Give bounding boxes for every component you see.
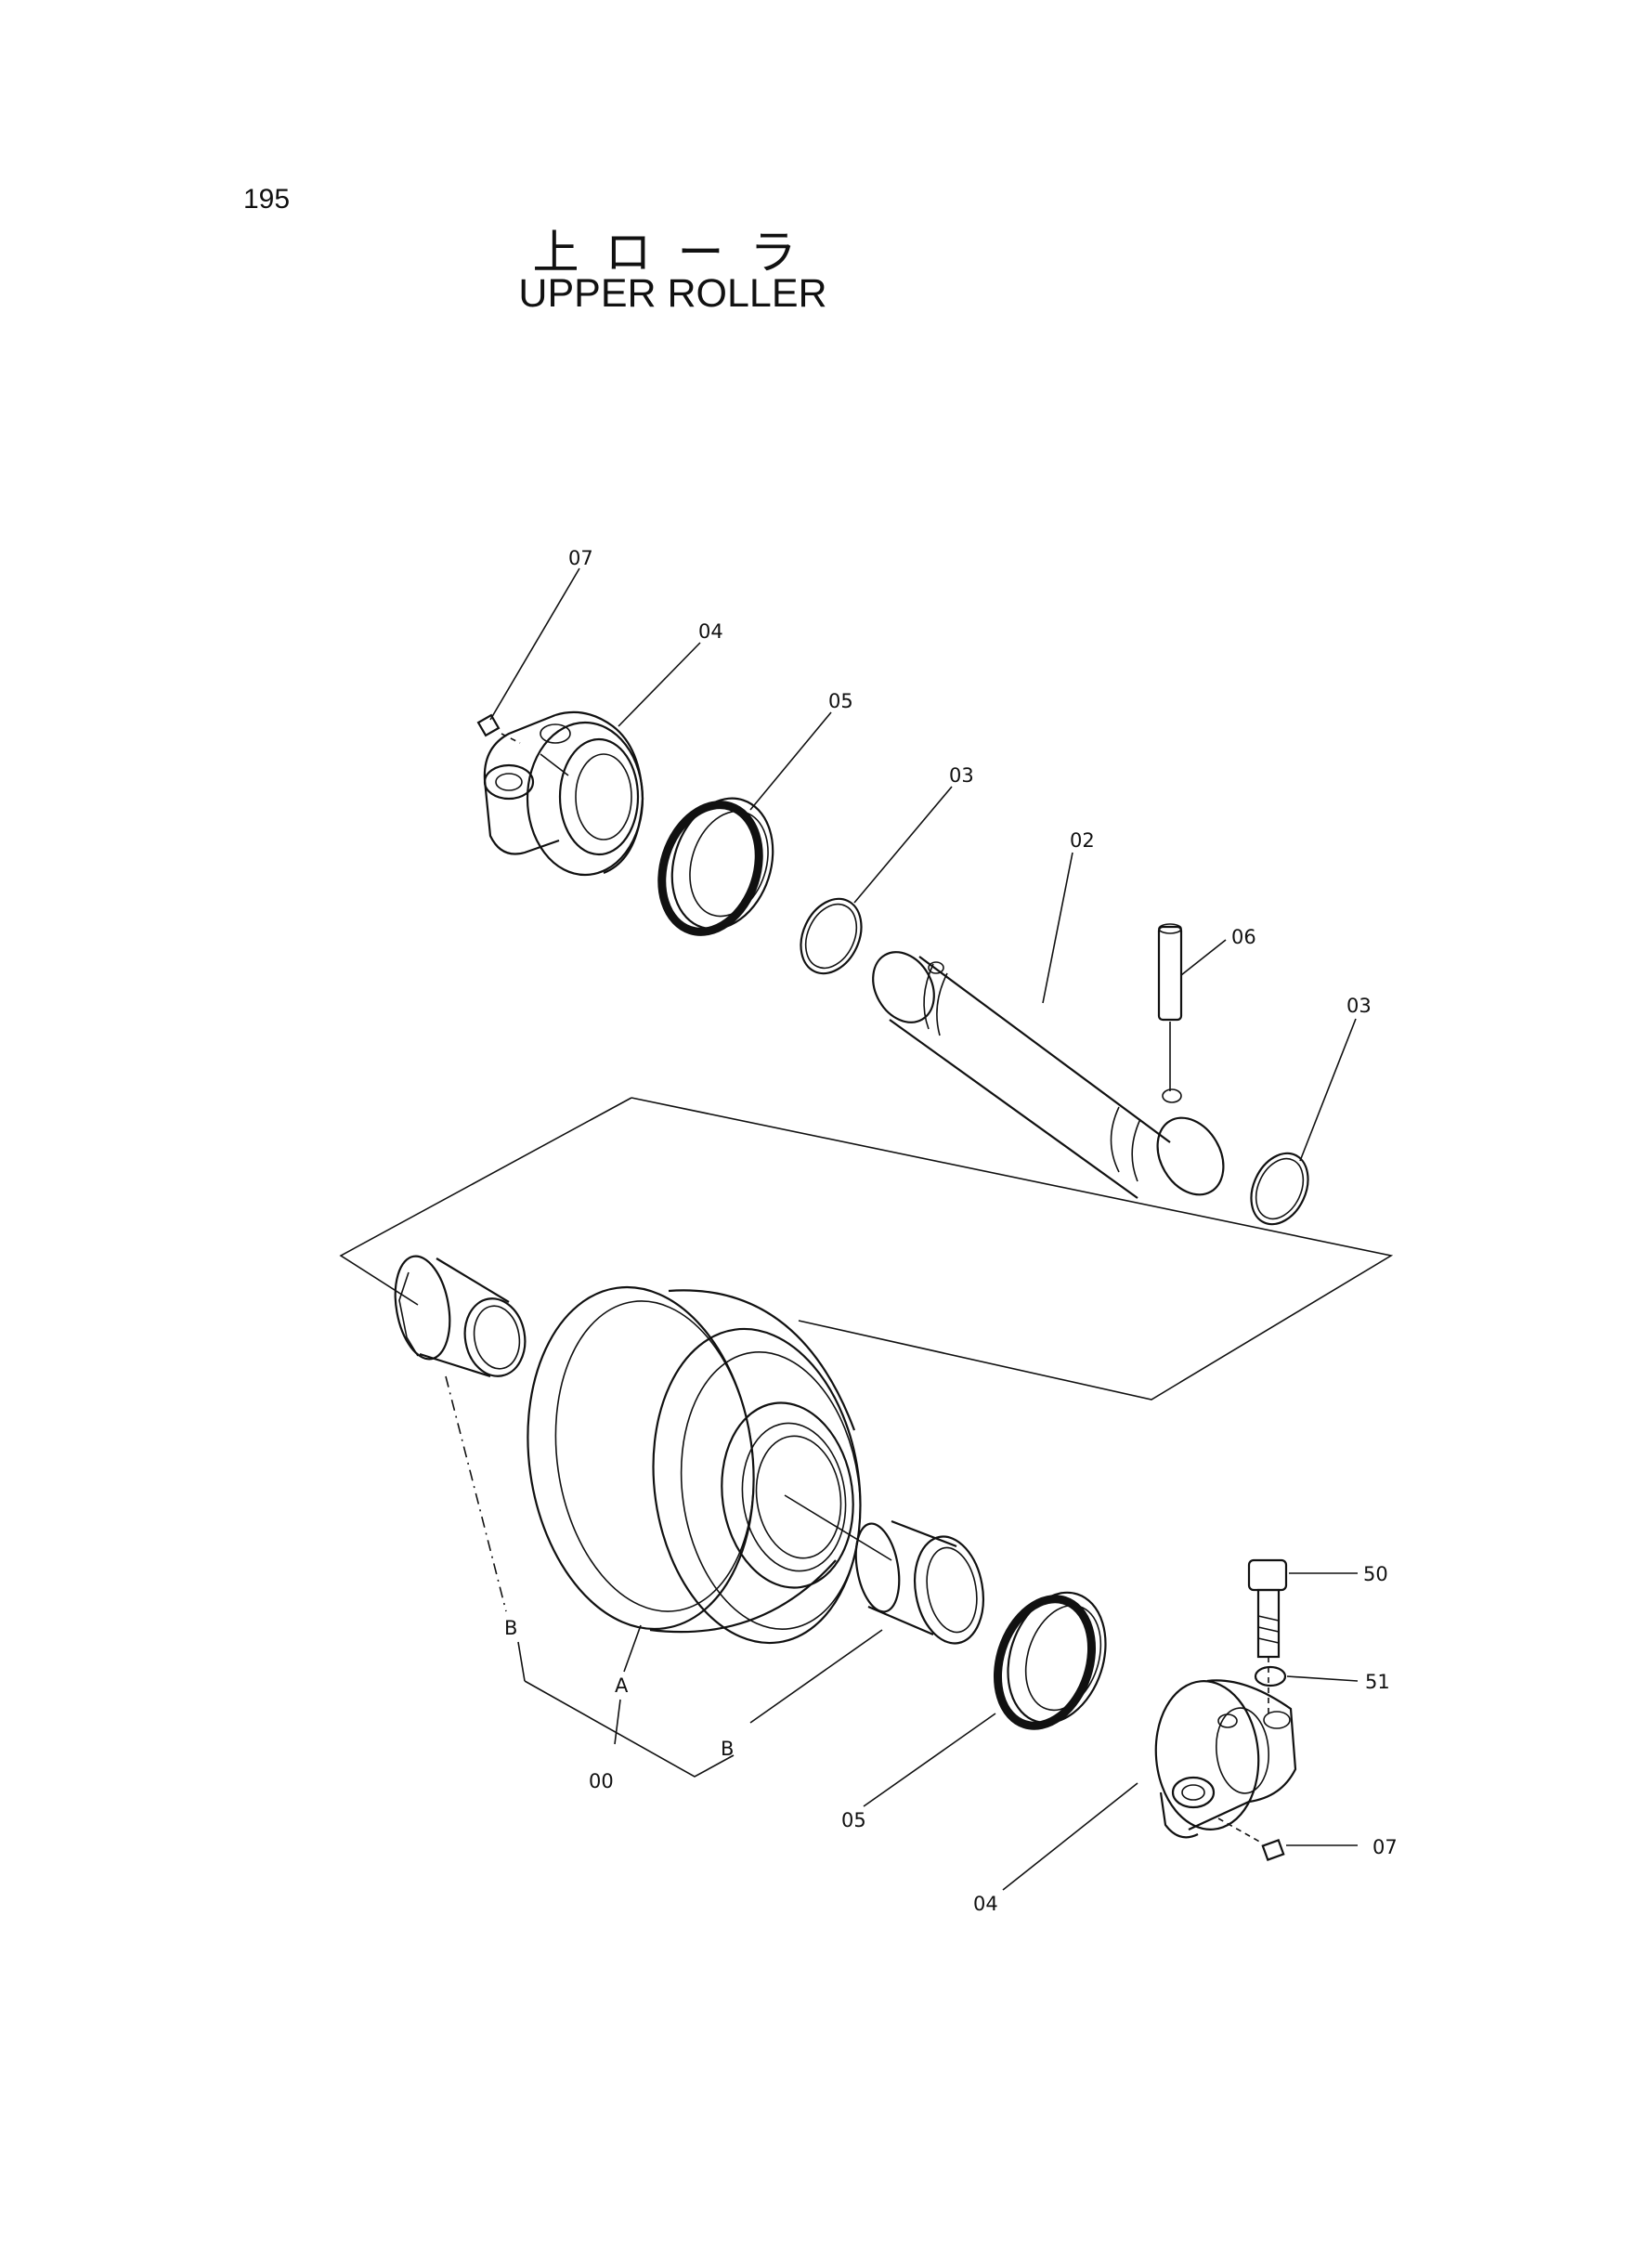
callout-03-right: 03 xyxy=(1346,995,1372,1017)
o-ring-top xyxy=(800,897,863,975)
page-title-english: UPPER ROLLER xyxy=(518,271,827,316)
leader-lines xyxy=(445,567,1359,1891)
callout-a: A xyxy=(615,1674,629,1697)
assembly-outline xyxy=(339,1097,1394,1401)
set-screw-top xyxy=(476,713,521,744)
callout-04-bottom: 04 xyxy=(973,1893,998,1915)
callout-51: 51 xyxy=(1365,1671,1390,1693)
callout-05-bottom: 05 xyxy=(841,1809,866,1831)
callout-06: 06 xyxy=(1231,926,1256,948)
bolt xyxy=(1247,1558,1288,1718)
callout-labels: 07 04 05 03 02 06 03 50 51 07 04 05 00 A… xyxy=(504,547,1398,1915)
floating-seal-bottom xyxy=(993,1591,1107,1730)
callout-02: 02 xyxy=(1070,829,1095,852)
callout-03-top: 03 xyxy=(949,764,974,787)
floating-seal-top xyxy=(657,797,774,936)
support-bracket-top xyxy=(483,710,644,877)
callout-b-left: B xyxy=(504,1617,517,1639)
callout-07-bottom: 07 xyxy=(1372,1836,1398,1858)
page-title-japanese: 上ローラ xyxy=(532,226,823,280)
callout-05-top: 05 xyxy=(828,690,853,712)
support-bracket-bottom xyxy=(1154,1679,1297,1839)
callout-07-top: 07 xyxy=(568,547,593,569)
bushing-left xyxy=(394,1255,527,1378)
callout-b-bottom: B xyxy=(721,1738,734,1760)
page-number: 195 xyxy=(243,184,291,215)
bushing-right xyxy=(854,1519,984,1645)
pin xyxy=(1157,923,1183,1091)
spring-washer xyxy=(1254,1665,1287,1687)
set-screw-bottom xyxy=(1217,1818,1285,1862)
roller xyxy=(527,1285,892,1645)
callout-04-top: 04 xyxy=(698,620,723,643)
callout-00: 00 xyxy=(589,1770,614,1792)
o-ring-right xyxy=(1250,1152,1309,1226)
shaft xyxy=(872,951,1225,1199)
callout-50: 50 xyxy=(1363,1563,1388,1585)
